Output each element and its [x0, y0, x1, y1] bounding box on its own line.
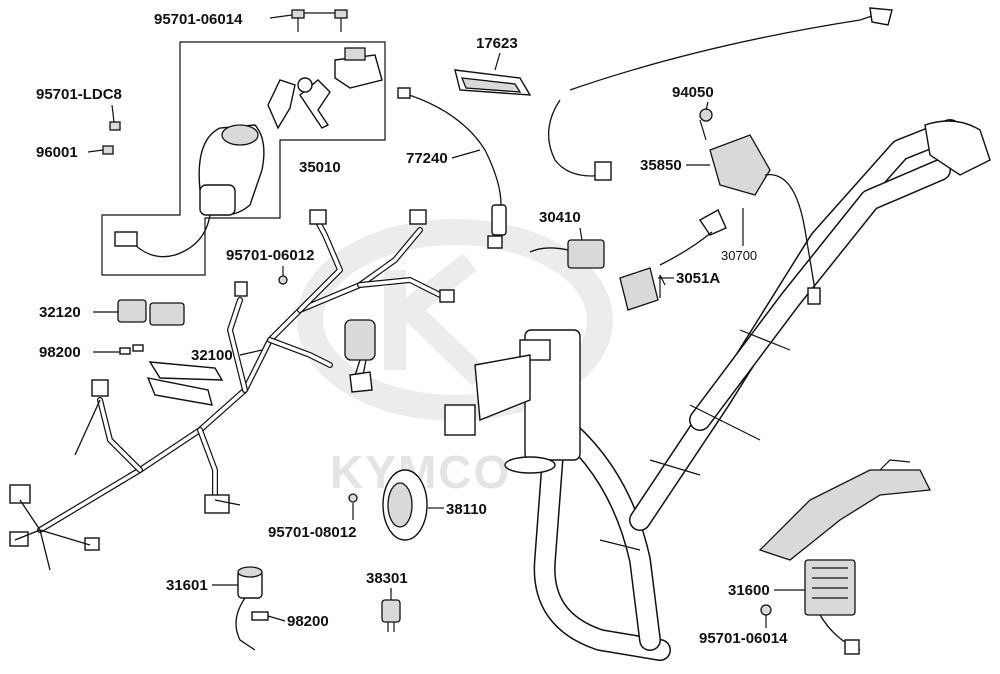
- callout-35010: 35010: [299, 159, 341, 176]
- callout-32100: 32100: [191, 347, 233, 364]
- callout-98200-top: 98200: [39, 344, 81, 361]
- starter-relay: [699, 108, 821, 305]
- main-frame: [444, 119, 991, 661]
- callout-95701-06014-bottom: 95701-06014: [699, 630, 788, 647]
- cover-17623: [454, 69, 532, 96]
- callout-77240: 77240: [406, 150, 448, 167]
- power-socket: [235, 566, 269, 651]
- speedometer-cable: [397, 87, 507, 249]
- wire-covers: [146, 361, 224, 406]
- callout-95701-08012: 95701-08012: [268, 524, 356, 541]
- callout-95701-06014-top: 95701-06014: [154, 11, 243, 28]
- callout-38110: 38110: [446, 501, 487, 518]
- callout-3051a: 3051A: [676, 270, 720, 287]
- callout-96001: 96001: [36, 144, 78, 161]
- callout-30700: 30700: [721, 248, 757, 263]
- callout-98200-bottom: 98200: [287, 613, 329, 630]
- callout-31600: 31600: [728, 582, 770, 599]
- stop-switch: [381, 590, 401, 632]
- callout-32120: 32120: [39, 304, 81, 321]
- relay-30410: [529, 239, 605, 269]
- wiring-harness: [9, 209, 455, 571]
- callout-35850: 35850: [640, 157, 682, 174]
- callout-95701-ldc8: 95701-LDC8: [36, 86, 122, 103]
- battery-lead: [547, 7, 893, 181]
- callout-38301: 38301: [366, 570, 408, 587]
- callout-31601: 31601: [166, 577, 208, 594]
- screws-left: [102, 9, 348, 285]
- horn: [348, 469, 428, 541]
- callout-30410: 30410: [539, 209, 581, 226]
- ignition-switch-assembly: [101, 41, 386, 276]
- callout-95701-06012: 95701-06012: [226, 247, 314, 264]
- callout-94050: 94050: [672, 84, 714, 101]
- fuse-holders: [93, 299, 185, 326]
- spark-plug-cap: [619, 209, 727, 311]
- fuses-98200-top: [93, 344, 144, 355]
- callout-17623: 17623: [476, 35, 518, 52]
- regulator: [760, 559, 861, 655]
- callout-labels: 95701-06014 17623 95701-LDC8 96001 35010…: [36, 11, 805, 647]
